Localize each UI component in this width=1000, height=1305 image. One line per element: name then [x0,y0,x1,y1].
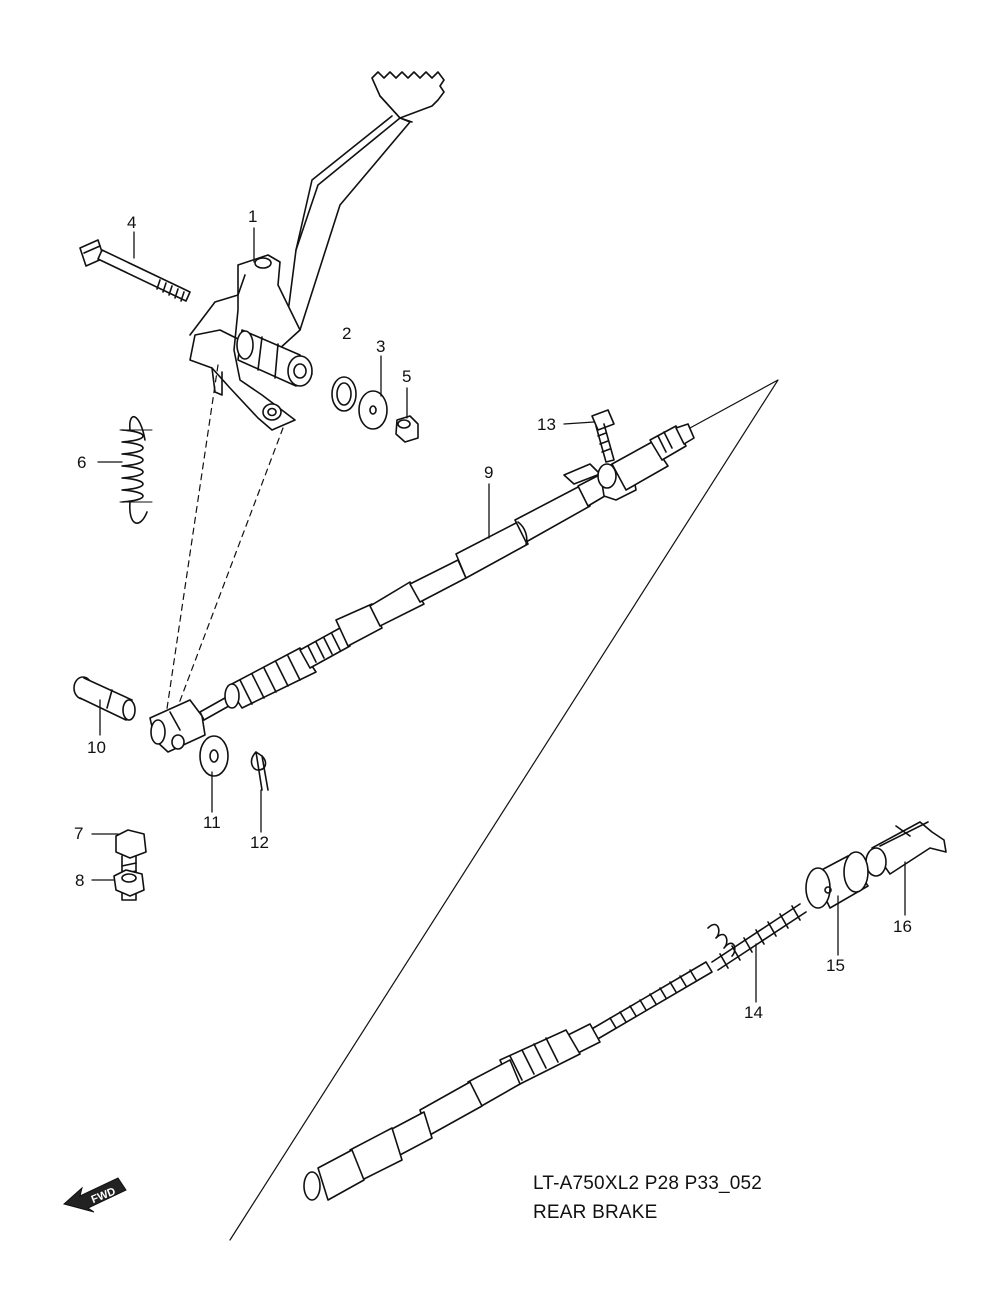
model-code-caption: LT-A750XL2 P28 P33_052 [533,1173,763,1194]
clevis-washer [199,735,229,777]
callout-7: 7 [74,824,84,843]
callout-9: 9 [484,463,494,482]
washer [358,390,388,430]
cable-holder [865,821,947,877]
cable-routing-guide [229,379,779,1241]
stop-nut [113,869,145,897]
cotter-pin [250,751,269,791]
callout-1: 1 [248,207,258,226]
section-title: REAR BRAKE [533,1202,658,1223]
assembly-guide-lines [164,364,284,723]
callout-8: 8 [75,871,85,890]
callout-16: 16 [893,917,912,936]
callout-13: 13 [537,415,556,434]
callout-5: 5 [402,367,412,386]
callout-2: 2 [342,324,352,343]
callout-15: 15 [826,956,845,975]
clevis-pin [73,676,136,721]
callout-leaders [91,227,906,1003]
callout-6: 6 [77,453,87,472]
callout-12: 12 [250,833,269,852]
callout-11: 11 [203,813,221,832]
brake-pedal [189,71,445,431]
return-spring [119,416,153,524]
callout-3: 3 [376,337,386,356]
cable-spring [707,903,807,971]
callout-10: 10 [87,738,106,757]
brake-cable-rear [303,961,713,1201]
fwd-label: FWD [90,1186,118,1207]
snap-ring [331,376,357,412]
pivot-bolt [79,239,191,302]
collar [805,851,869,909]
brake-cable-front [149,423,695,753]
cable-bracket-bolt [591,409,615,463]
fwd-arrow-icon: FWD [62,1177,127,1213]
callout-4: 4 [127,213,137,232]
nut [395,415,419,443]
callout-14: 14 [744,1003,763,1022]
